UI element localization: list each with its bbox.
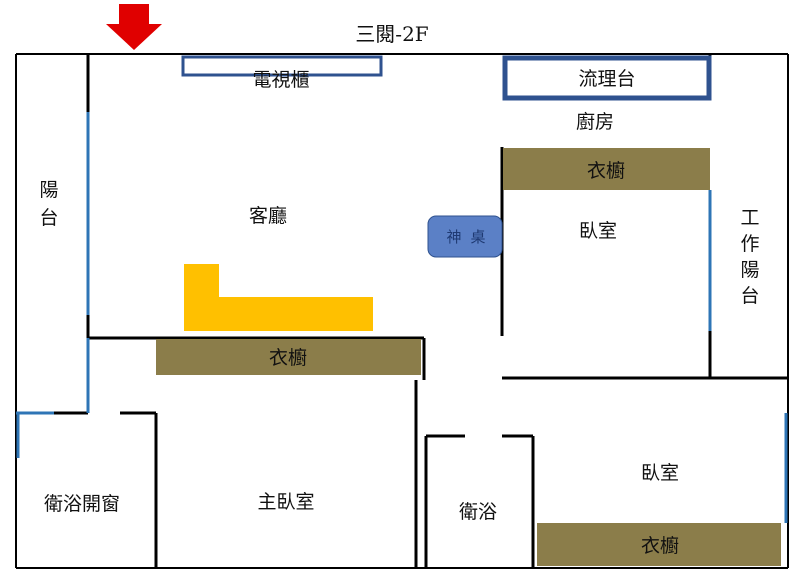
shrine-label-2: 桌 [470, 228, 485, 246]
shrine-table [427, 215, 503, 258]
work-balcony-label-4: 台 [740, 285, 759, 307]
wardrobe-bedroom2-label: 衣櫥 [641, 535, 679, 557]
work-balcony-label-3: 陽 [740, 259, 759, 281]
wardrobe-bedroom1-label: 衣櫥 [587, 160, 625, 182]
outer-walls [15, 53, 789, 569]
balcony-label-2: 台 [39, 207, 58, 229]
wardrobe-living [156, 339, 421, 375]
entrance-arrow-icon [106, 4, 162, 50]
bathroom-label: 衛浴 [459, 501, 497, 523]
work-balcony-label-2: 作 [740, 233, 759, 255]
tv-cabinet-label: 電視櫃 [252, 69, 309, 91]
sink-counter [502, 55, 712, 101]
master-bedroom-label: 主臥室 [257, 491, 314, 513]
shrine-label-1: 神 [446, 228, 461, 246]
sink-counter-label: 流理台 [578, 68, 635, 90]
work-balcony-label-1: 工 [740, 207, 759, 229]
bath-window-label: 衛浴開窗 [44, 493, 120, 515]
living-room-label: 客廳 [249, 205, 287, 227]
sofa [184, 264, 373, 331]
floor-title: 三閱-2F [355, 22, 428, 46]
windows [16, 112, 788, 523]
wardrobe-living-label: 衣櫥 [269, 347, 307, 369]
kitchen-label: 廚房 [576, 110, 614, 133]
wardrobe-bedroom1 [503, 148, 710, 190]
interior-walls [54, 54, 788, 568]
wardrobe-bedroom2 [537, 523, 781, 566]
bedroom1-label: 臥室 [579, 220, 617, 242]
balcony-label-1: 陽 [39, 179, 58, 201]
tv-cabinet [181, 55, 383, 77]
bedroom2-label: 臥室 [641, 462, 679, 484]
